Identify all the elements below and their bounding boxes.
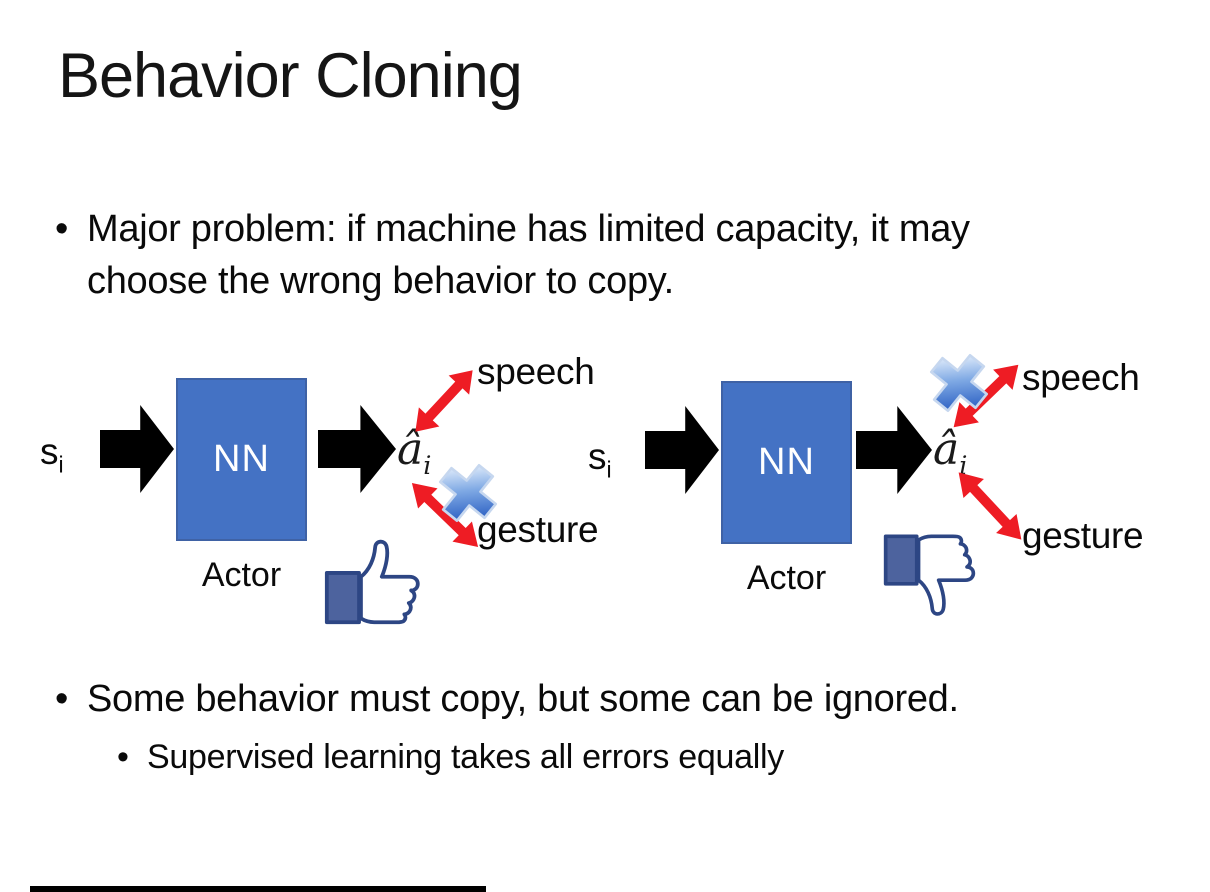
input-state-label: si [588, 436, 612, 483]
flow-arrow-icon [645, 406, 719, 494]
thumbs-down-icon [883, 534, 976, 616]
predicted-action-label: âi [933, 424, 968, 481]
speech-label: speech [1022, 357, 1140, 398]
input-state-label: si [40, 431, 64, 478]
flow-arrow-icon [856, 406, 932, 494]
predicted-action-label: âi [397, 424, 432, 481]
sub-bullet-supervised: • Supervised learning takes all errors e… [117, 735, 1117, 781]
nn-label: NN [213, 438, 270, 480]
red-double-arrow-icon [415, 370, 473, 432]
flow-arrow-icon [100, 405, 174, 493]
sub-bullet-supervised-text: Supervised learning takes all errors equ… [147, 738, 784, 776]
actor-label: Actor [746, 559, 827, 597]
blue-cross-icon [438, 463, 498, 523]
speech-label: speech [477, 351, 595, 392]
bullet-dot: • [55, 678, 69, 720]
bullet-dot: • [55, 208, 69, 250]
blue-cross-icon [929, 353, 989, 413]
bottom-edge-line [30, 886, 486, 892]
bullet-major-problem: • Major problem: if machine has limited … [55, 203, 1060, 307]
nn-box: NN [721, 381, 852, 544]
gesture-label: gesture [1022, 515, 1144, 556]
bullet-some-behavior-text: Some behavior must copy, but some can be… [87, 678, 959, 720]
bullet-some-behavior: • Some behavior must copy, but some can … [55, 673, 1175, 725]
flow-arrow-icon [318, 405, 396, 493]
nn-label: NN [758, 441, 815, 483]
red-double-arrow-icon [958, 472, 1022, 540]
red-double-arrow-icon [411, 483, 479, 547]
bullet-major-problem-text: Major problem: if machine has limited ca… [87, 208, 970, 303]
gesture-label: gesture [477, 509, 599, 550]
actor-label: Actor [201, 556, 282, 594]
bullet-dot: • [117, 738, 129, 776]
slide-title: Behavior Cloning [58, 41, 523, 111]
nn-box: NN [176, 378, 307, 541]
thumbs-up-icon [324, 539, 420, 625]
